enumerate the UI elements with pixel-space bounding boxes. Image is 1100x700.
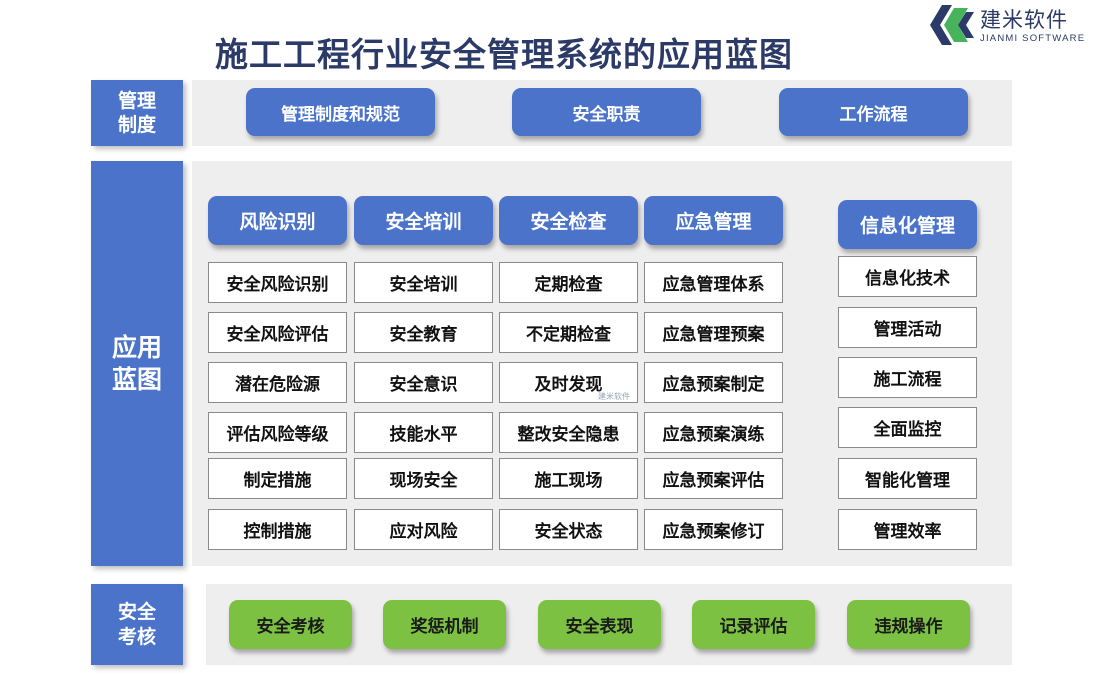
watermark: 建米软件 [598,392,630,401]
blueprint-column-header: 安全检查 [499,196,638,245]
blueprint-cell: 安全风险评估 [208,312,347,353]
side-label-blueprint: 应用 蓝图 [91,161,183,566]
logo-name: 建米软件 [980,8,1068,32]
blueprint-cell: 应急预案修订 [644,509,783,550]
side-label-assessment: 安全 考核 [91,584,183,665]
side-label-management: 管理 制度 [91,80,183,146]
blueprint-cell: 应急预案演练 [644,412,783,453]
assessment-item: 安全表现 [538,600,661,649]
side-label-assessment-line2: 考核 [117,625,156,648]
blueprint-cell: 应急预案制定 [644,362,783,403]
blueprint-cell: 管理效率 [838,509,977,550]
page-title: 施工工程行业安全管理系统的应用蓝图 [215,35,793,74]
blueprint-cell: 潜在危险源 [208,362,347,403]
side-label-management-line2: 制度 [117,114,156,136]
blueprint-column-header: 安全培训 [354,196,493,245]
blueprint-column-header: 应急管理 [644,196,783,245]
blueprint-cell: 安全培训 [354,262,493,303]
blueprint-cell: 安全状态 [499,509,638,550]
assessment-item: 违规操作 [847,600,970,649]
blueprint-cell: 定期检查 [499,262,638,303]
management-item: 管理制度和规范 [246,88,435,136]
blueprint-cell: 现场安全 [354,458,493,499]
blueprint-column-header: 信息化管理 [838,200,977,249]
blueprint-column-header: 风险识别 [208,196,347,245]
side-label-management-line1: 管理 [117,90,156,112]
blueprint-cell: 安全教育 [354,312,493,353]
assessment-item: 记录评估 [692,600,815,649]
brand-logo: 建米软件 JIANMI SOFTWARE [928,2,1100,50]
management-item: 工作流程 [779,88,968,136]
blueprint-cell: 不定期检查 [499,312,638,353]
side-label-blueprint-line1: 应用 [111,332,162,362]
blueprint-cell: 制定措施 [208,458,347,499]
blueprint-cell: 控制措施 [208,509,347,550]
side-label-assessment-line1: 安全 [117,600,156,623]
jianmi-logo-icon [930,5,974,45]
blueprint-cell: 安全风险识别 [208,262,347,303]
blueprint-cell: 施工现场 [499,458,638,499]
blueprint-cell: 施工流程 [838,357,977,398]
blueprint-cell: 评估风险等级 [208,412,347,453]
blueprint-cell: 技能水平 [354,412,493,453]
blueprint-cell: 应对风险 [354,509,493,550]
blueprint-cell: 管理活动 [838,307,977,348]
blueprint-cell: 应急管理体系 [644,262,783,303]
blueprint-cell: 应急预案评估 [644,458,783,499]
blueprint-cell: 及时发现 [499,362,638,403]
blueprint-cell: 信息化技术 [838,256,977,297]
blueprint-cell: 应急管理预案 [644,312,783,353]
blueprint-cell: 整改安全隐患 [499,412,638,453]
blueprint-cell: 智能化管理 [838,458,977,499]
blueprint-cell: 全面监控 [838,407,977,448]
management-item: 安全职责 [512,88,701,136]
blueprint-cell: 安全意识 [354,362,493,403]
assessment-item: 安全考核 [229,600,352,649]
assessment-item: 奖惩机制 [383,600,506,649]
side-label-blueprint-line2: 蓝图 [111,364,162,394]
logo-subtitle: JIANMI SOFTWARE [980,33,1086,44]
